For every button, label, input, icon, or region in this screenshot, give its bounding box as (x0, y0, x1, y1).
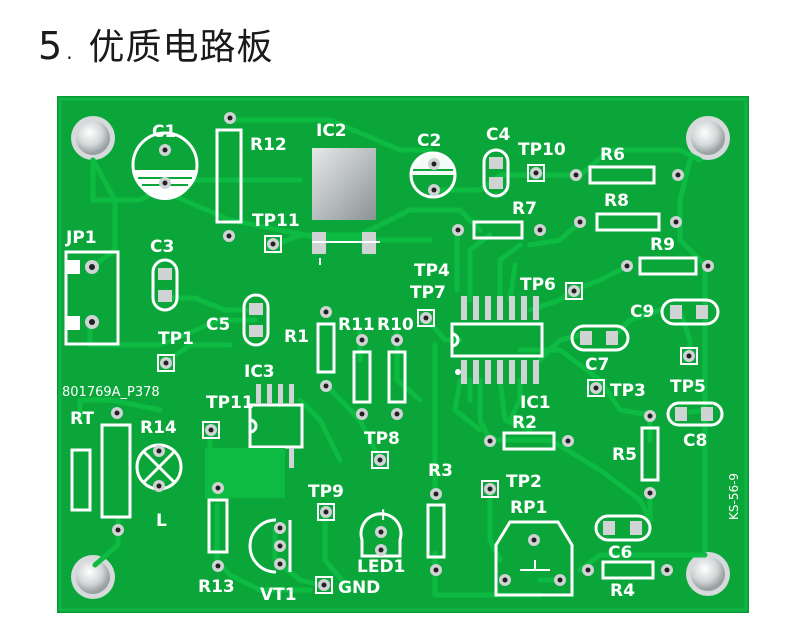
label-tp7: TP7 (410, 283, 446, 303)
c6-smd-capacitor (594, 514, 652, 542)
label-r8: R8 (604, 191, 629, 211)
c8-smd-capacitor (666, 401, 724, 427)
label-vt1: VT1 (260, 585, 297, 605)
label-c1: C1 (152, 122, 176, 142)
label-r12: R12 (250, 135, 287, 155)
label-jp1: JP1 (65, 228, 97, 248)
label-tp5: TP5 (670, 377, 706, 397)
label-ks: KS-56-9 (727, 473, 741, 520)
r5-resistor-footprint (640, 410, 660, 499)
label-tp6: TP6 (520, 275, 556, 295)
rt-footprint (70, 448, 92, 512)
label-tp10: TP10 (518, 140, 566, 160)
ic2-regulator-pad (312, 148, 380, 265)
mounting-holes (71, 116, 730, 599)
c2-capacitor-footprint (409, 151, 457, 199)
label-r13: R13 (198, 577, 235, 597)
label-r2: R2 (512, 413, 537, 433)
label-part-number: 801769A_P378 (62, 385, 160, 400)
label-ic2: IC2 (316, 121, 347, 141)
label-r9: R9 (650, 235, 675, 255)
label-r1: R1 (284, 327, 309, 347)
label-ic3: IC3 (244, 362, 275, 382)
tp11-top-test-point (264, 235, 282, 253)
label-rt: RT (70, 409, 94, 429)
vt1-transistor-footprint (248, 518, 292, 574)
label-gnd: GND (338, 578, 380, 598)
r3-resistor-footprint (426, 488, 446, 576)
label-tp9: TP9 (308, 482, 344, 502)
label-c7: C7 (585, 355, 609, 375)
c5-smd-capacitor (242, 293, 270, 347)
tp5-test-point (680, 347, 698, 365)
label-r11: R11 (338, 315, 375, 335)
r13-resistor-footprint (207, 482, 229, 572)
label-tp2: TP2 (506, 472, 542, 492)
r2-resistor-footprint (484, 431, 574, 451)
r11-resistor-footprint (352, 334, 372, 420)
tp3-test-point (587, 379, 605, 397)
label-r7: R7 (512, 199, 537, 219)
ic1-soic-footprint (450, 296, 544, 384)
r9-resistor-footprint (621, 256, 714, 276)
r10-resistor-footprint (387, 334, 407, 420)
label-r5: R5 (612, 445, 637, 465)
label-ic1: IC1 (520, 393, 551, 413)
heading-title: 优质电路板 (88, 27, 274, 68)
label-r4: R4 (610, 581, 635, 601)
rt-body-footprint (100, 407, 132, 536)
led1-footprint (359, 512, 403, 558)
tp11-lower-test-point (202, 421, 220, 439)
label-tp3: TP3 (610, 381, 646, 401)
label-c9: C9 (630, 302, 654, 322)
label-c8: C8 (683, 431, 707, 451)
tp1-test-point (157, 354, 175, 372)
r8-resistor-footprint (574, 212, 682, 232)
label-tp11-top: TP11 (252, 211, 300, 231)
label-l: L (156, 511, 167, 531)
gnd-test-point (315, 576, 333, 594)
label-tp11-lower: TP11 (206, 393, 254, 413)
label-rp1: RP1 (510, 498, 547, 518)
label-r14: R14 (140, 418, 177, 438)
tp9-test-point (317, 503, 335, 521)
label-c6: C6 (608, 543, 632, 563)
r1-resistor-footprint (316, 306, 336, 392)
label-led1: LED1 (357, 557, 405, 577)
label-c2: C2 (417, 131, 441, 151)
c7-smd-capacitor (570, 324, 630, 352)
rp1-potentiometer-footprint (494, 520, 574, 597)
r7-resistor-footprint (452, 220, 546, 240)
label-tp1: TP1 (158, 329, 194, 349)
label-r10: R10 (377, 315, 414, 335)
label-c4: C4 (486, 125, 510, 145)
c1-capacitor-footprint (131, 131, 199, 200)
label-r6: R6 (600, 145, 625, 165)
jp1-connector (64, 250, 120, 346)
label-c5: C5 (206, 315, 230, 335)
label-c3: C3 (150, 237, 174, 257)
tp2-test-point (481, 480, 499, 498)
tp7-test-point (417, 309, 435, 327)
r6-resistor-footprint (570, 165, 684, 185)
label-tp4: TP4 (414, 261, 450, 281)
c4-smd-capacitor (482, 148, 510, 198)
heading-number: 5 (38, 24, 63, 68)
label-r3: R3 (428, 461, 453, 481)
r4-resistor-footprint (582, 560, 673, 580)
r12-resistor-footprint (215, 112, 243, 242)
heading-dot: . (66, 40, 73, 64)
c9-smd-capacitor (660, 298, 720, 326)
tp6-test-point (565, 282, 583, 300)
label-tp8: TP8 (364, 429, 400, 449)
label-plus: + (376, 505, 390, 525)
silkscreen-labels: C1 R12 IC2 C2 C4 TP10 R6 R7 R8 R9 TP11 J… (65, 121, 707, 605)
c3-smd-capacitor (151, 258, 179, 312)
r14-lamp-footprint (135, 443, 183, 492)
page-heading: 5 . 优质电路板 (38, 18, 274, 68)
tp10-test-point (527, 164, 545, 182)
tp8-test-point (371, 451, 389, 469)
